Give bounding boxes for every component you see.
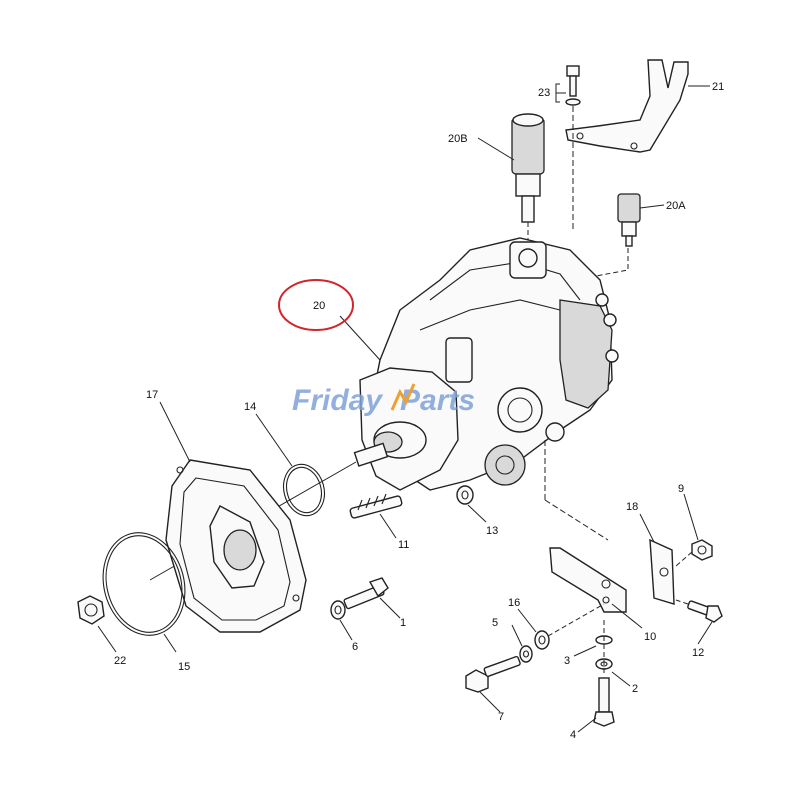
- callout-20A: 20A: [666, 200, 686, 212]
- part-4-bolt: [593, 620, 615, 727]
- callout-labels: 20 23 21 20B 20A 17 14 11 13 1 6 15 22 5…: [114, 81, 724, 741]
- callout-4: 4: [570, 729, 576, 741]
- callout-12: 12: [692, 647, 704, 659]
- callout-18: 18: [626, 501, 638, 513]
- part-13-washer: [456, 485, 474, 505]
- part-21-bracket: [565, 59, 689, 153]
- callout-16: 16: [508, 597, 520, 609]
- callout-2: 2: [632, 683, 638, 695]
- callout-7: 7: [498, 711, 504, 723]
- callout-9: 9: [678, 483, 684, 495]
- callout-23: 23: [538, 87, 550, 99]
- callout-20B: 20B: [448, 133, 468, 145]
- callout-14: 14: [244, 401, 256, 413]
- callout-10: 10: [644, 631, 656, 643]
- watermark: Friday Parts: [292, 383, 475, 417]
- highlight-circle: [278, 279, 354, 331]
- watermark-text-a: Friday: [292, 384, 383, 417]
- part-22-nut: [77, 595, 105, 625]
- part-15-o-ring: [102, 532, 186, 636]
- part-17-gear-cover: [165, 459, 307, 633]
- callout-13: 13: [486, 525, 498, 537]
- part-16-washer: [534, 603, 605, 650]
- callout-11: 11: [398, 539, 409, 551]
- part-10-mount-bracket: [549, 547, 627, 613]
- callout-21: 21: [712, 81, 724, 93]
- part-20A-sensor: [595, 193, 641, 277]
- callout-22: 22: [114, 655, 126, 667]
- part-5-washer: [519, 645, 533, 663]
- callout-5: 5: [492, 617, 498, 629]
- part-23-bolt: [565, 65, 581, 230]
- callout-3: 3: [564, 655, 570, 667]
- part-9-nut: [675, 539, 713, 567]
- part-14-o-ring: [282, 463, 326, 517]
- watermark-swoosh-icon: [390, 383, 416, 411]
- callout-15: 15: [178, 661, 190, 673]
- part-20B-solenoid: [511, 113, 545, 250]
- part-1-bolt: [343, 577, 389, 610]
- callout-17: 17: [146, 389, 158, 401]
- part-20-injection-pump: [149, 237, 619, 581]
- part-12-bolt: [675, 599, 723, 623]
- part-18-plate: [649, 538, 675, 605]
- part-7-bolt: [465, 655, 521, 693]
- callout-6: 6: [352, 641, 358, 653]
- callout-20: 20: [313, 300, 325, 312]
- part-11-stud: [349, 493, 403, 519]
- callout-1: 1: [400, 617, 406, 629]
- leader-lines: [97, 83, 713, 733]
- part-6-washer: [330, 600, 346, 620]
